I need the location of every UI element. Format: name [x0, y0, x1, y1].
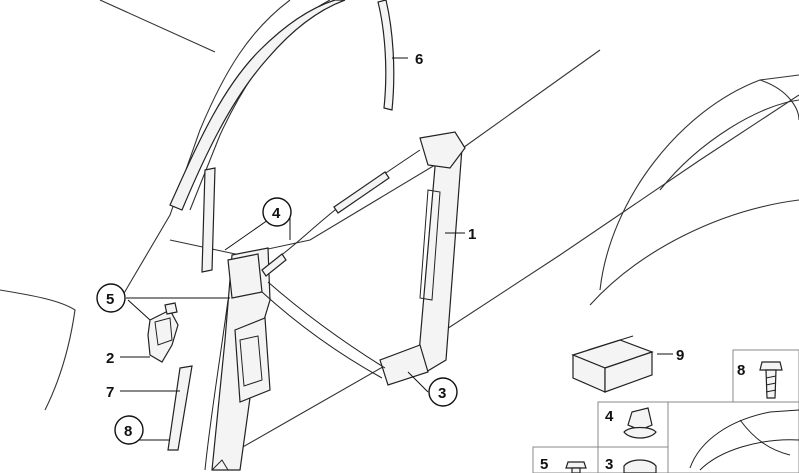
- part-1-window-regulator: [204, 131, 466, 471]
- part-9-package: [571, 335, 654, 393]
- part-6-seal-strip: [377, 0, 395, 111]
- callout-6: 6: [415, 51, 423, 68]
- callout-8: 8: [124, 423, 132, 440]
- callout-8-circle: [114, 415, 144, 445]
- inset-grommet: [623, 459, 657, 473]
- inset-clip: [623, 407, 657, 439]
- callout-4-circle: [262, 197, 292, 227]
- callout-2: 2: [106, 350, 114, 367]
- inset-label-grommet: 3: [605, 456, 613, 473]
- callout-3-circle: [428, 377, 458, 407]
- inset-screw: [759, 361, 783, 399]
- part-2-motor: [147, 302, 179, 363]
- callout-7: 7: [106, 384, 114, 401]
- callout-9: 9: [676, 347, 684, 364]
- leader-lines: [120, 57, 673, 441]
- callout-1: 1: [468, 226, 476, 243]
- callout-4: 4: [272, 205, 281, 222]
- callout-3: 3: [438, 385, 446, 402]
- callout-5: 5: [106, 291, 114, 308]
- callout-labels: 6 1 4 3 5 2 7 8 9 8 4 5 3: [96, 51, 745, 473]
- inset-car-silhouette: [689, 409, 799, 471]
- door-frame-channel: [169, 0, 346, 273]
- car-body-outline: [0, 0, 799, 461]
- part-4-cables: [261, 149, 421, 379]
- part-7-cover-strip: [167, 365, 193, 451]
- inset-label-screw: 8: [737, 362, 745, 379]
- inset-label-bolt: 5: [540, 456, 548, 473]
- inset-label-clip: 4: [605, 408, 614, 425]
- callout-5-circle: [96, 283, 126, 313]
- inset-bolt: [565, 461, 587, 473]
